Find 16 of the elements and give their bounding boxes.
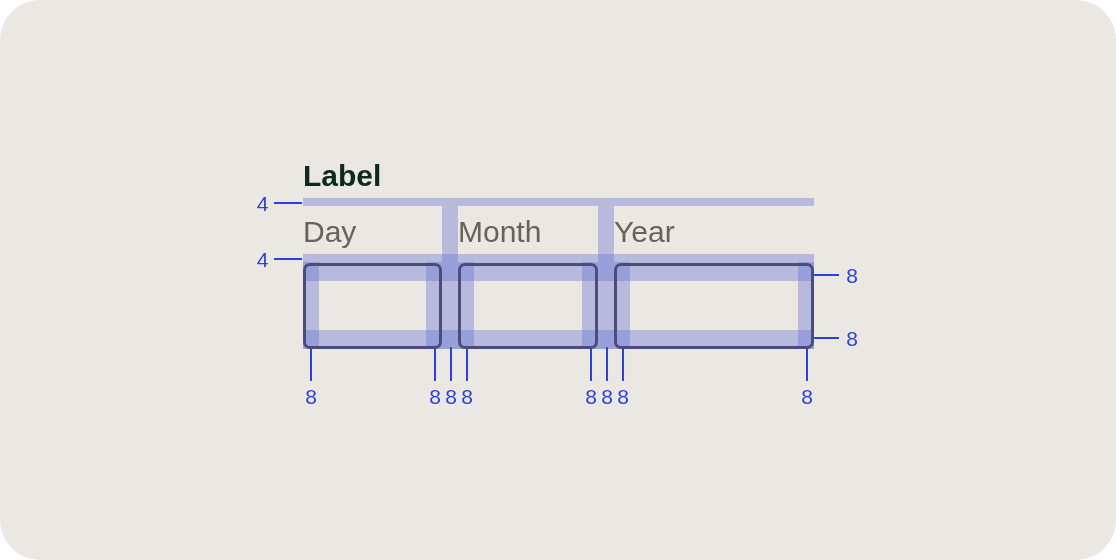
field-label: Year: [614, 213, 675, 250]
dimension-label: 8: [585, 383, 597, 409]
dimension-label: 4: [256, 190, 269, 216]
dimension-label: 8: [801, 383, 813, 409]
dimension-label: 8: [846, 325, 858, 351]
dimension-label: 8: [429, 383, 441, 409]
dimension-label: 8: [846, 262, 858, 288]
group-label: Label: [303, 157, 382, 194]
dimension-label: 4: [256, 246, 269, 272]
dimension-label: 8: [601, 383, 613, 409]
dimension-label: 8: [617, 383, 629, 409]
dimension-label: 8: [305, 383, 317, 409]
field-label: Day: [303, 213, 357, 250]
field-label: Month: [458, 213, 542, 250]
dimension-label: 8: [445, 383, 457, 409]
dimension-label: 8: [461, 383, 473, 409]
